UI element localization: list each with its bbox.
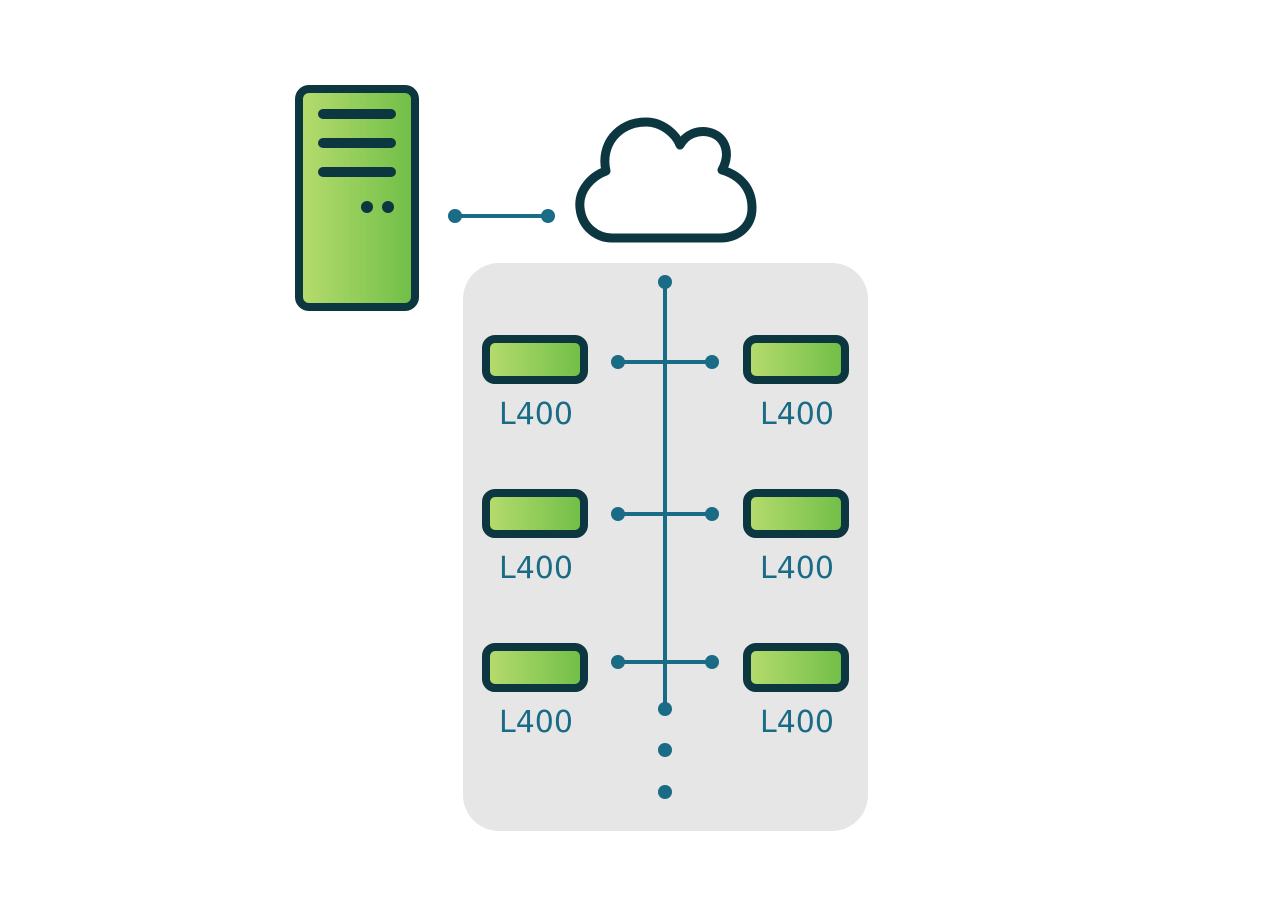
device-module-icon	[743, 643, 849, 692]
branch-row-2	[611, 507, 719, 521]
device-l400: L400	[743, 643, 849, 740]
device-l400: L400	[743, 489, 849, 586]
device-module-icon	[743, 489, 849, 538]
device-bus	[658, 275, 672, 716]
device-label: L400	[499, 551, 573, 586]
continuation-dot	[658, 743, 672, 757]
server-tower-icon	[295, 85, 419, 311]
device-module-icon	[482, 643, 588, 692]
device-label: L400	[760, 705, 834, 740]
branch-row-3	[611, 655, 719, 669]
branch-row-1	[611, 355, 719, 369]
cloud-icon	[575, 117, 757, 243]
device-label: L400	[499, 397, 573, 432]
server-cloud-connector	[448, 209, 555, 223]
device-module-icon	[482, 335, 588, 384]
device-module-icon	[482, 489, 588, 538]
device-l400: L400	[743, 335, 849, 432]
device-label: L400	[760, 551, 834, 586]
device-l400: L400	[482, 335, 588, 432]
continuation-dot	[658, 785, 672, 799]
device-l400: L400	[482, 489, 588, 586]
device-module-icon	[743, 335, 849, 384]
device-label: L400	[760, 397, 834, 432]
device-label: L400	[499, 705, 573, 740]
device-l400: L400	[482, 643, 588, 740]
